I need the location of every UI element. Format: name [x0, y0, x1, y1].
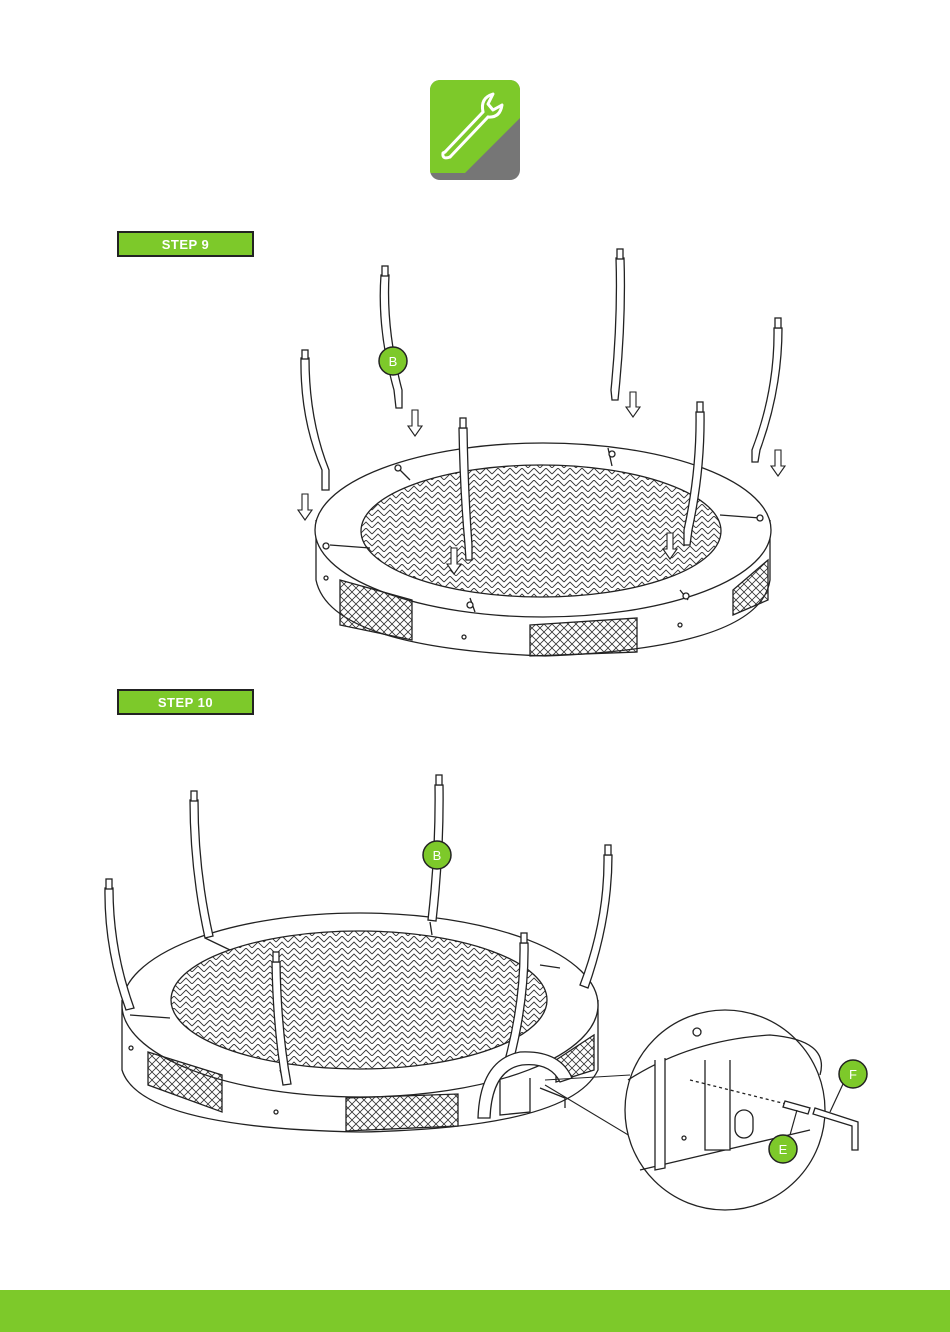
- side-net-panel: [346, 1094, 458, 1131]
- step-10-illustration: B F E: [0, 760, 950, 1230]
- side-net-panel: [530, 618, 637, 656]
- net-pole: [611, 258, 624, 400]
- callout-label: F: [849, 1067, 857, 1082]
- net-pole: [190, 800, 213, 938]
- net-pole: [752, 328, 782, 462]
- callout-label: B: [433, 848, 442, 863]
- net-pole: [580, 855, 612, 988]
- callout-label: E: [779, 1142, 788, 1157]
- detail-zoom-circle: [625, 1010, 858, 1210]
- down-arrow-icon: [408, 410, 422, 436]
- callout-b: B: [379, 347, 407, 375]
- wrench-tile-icon: [430, 80, 520, 180]
- callout-f: F: [830, 1060, 867, 1112]
- down-arrow-icon: [298, 494, 312, 520]
- jump-mat: [361, 465, 721, 597]
- down-arrow-icon: [771, 450, 785, 476]
- footer-bar: [0, 1290, 950, 1332]
- step-10-label: STEP 10: [117, 689, 254, 715]
- net-pole: [380, 275, 402, 408]
- trampoline-frame: [315, 443, 771, 656]
- net-pole: [301, 358, 329, 490]
- step-9-illustration: B: [0, 240, 950, 670]
- callout-label: B: [389, 354, 398, 369]
- down-arrow-icon: [626, 392, 640, 417]
- jump-mat: [171, 931, 547, 1069]
- callout-b: B: [423, 841, 451, 869]
